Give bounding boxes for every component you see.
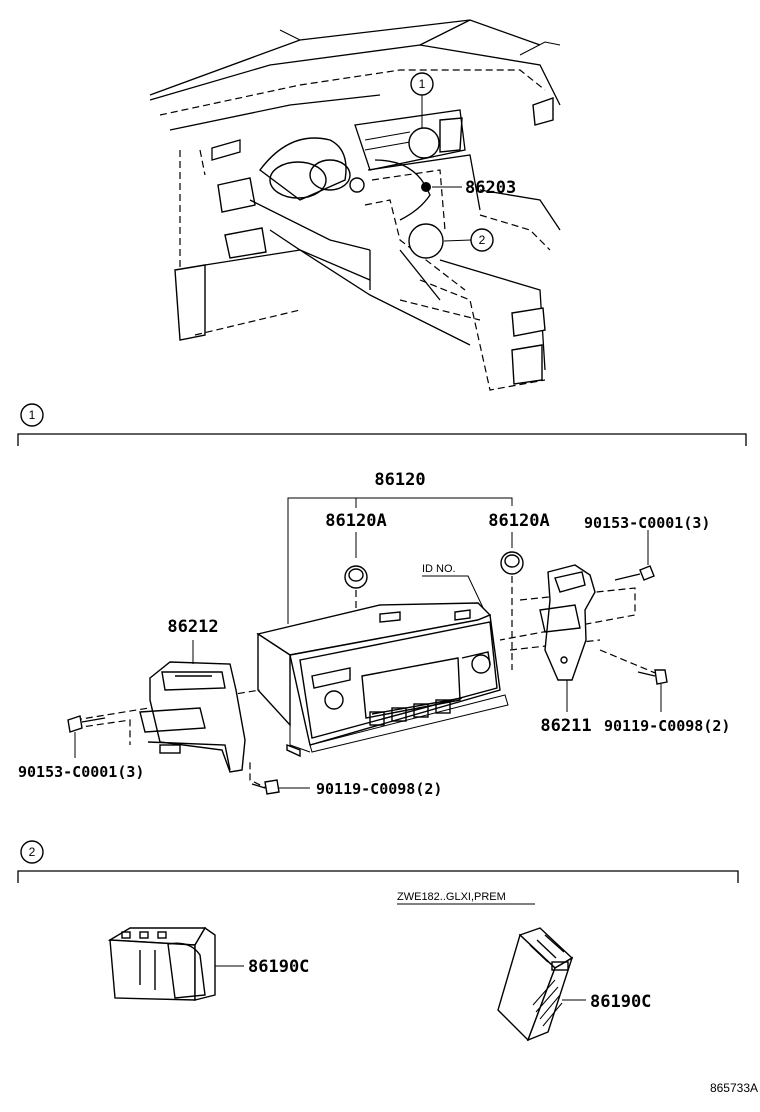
- knob-86120A-left: [344, 565, 368, 589]
- callout-1-top: 1: [419, 77, 426, 91]
- bracket-86212: [139, 661, 246, 773]
- part-label-86212: 86212: [167, 617, 218, 637]
- part-label-86120A-right: 86120A: [488, 511, 549, 531]
- part-label-90153-left: 90153-C0001(3): [18, 763, 144, 781]
- module-86190C-left: [107, 926, 216, 1001]
- variant-note: ZWE182..GLXI,PREM: [397, 891, 506, 903]
- screw-90153-right: [614, 565, 655, 581]
- screw-90153-left: [67, 715, 106, 733]
- bracket-86211: [539, 564, 596, 681]
- part-label-90119-right: 90119-C0098(2): [604, 717, 730, 735]
- section-1: 1 86120 86120A 86120A ID NO.: [17, 403, 747, 798]
- part-label-86190C-left: 86190C: [248, 957, 309, 977]
- section-1-marker: 1: [29, 408, 36, 422]
- section-2-marker: 2: [29, 845, 36, 859]
- module-86190C-right: [497, 927, 574, 1042]
- part-label-86120: 86120: [374, 470, 425, 490]
- callout-2-top: 2: [479, 233, 486, 247]
- part-label-90119-bottom: 90119-C0098(2): [316, 780, 442, 798]
- dashboard-overview: 1 2 86203: [149, 19, 561, 391]
- id-no-label: ID NO.: [422, 563, 456, 575]
- screw-90119-bottom: [251, 779, 280, 795]
- screw-90119-right: [637, 669, 668, 685]
- part-label-86190C-right: 86190C: [590, 992, 651, 1012]
- section-2: 2 ZWE182..GLXI,PREM 86190C 86190C: [17, 840, 739, 1042]
- audio-unit-86120: [256, 602, 509, 758]
- part-label-86120A-left: 86120A: [325, 511, 386, 531]
- part-label-86211: 86211: [540, 716, 591, 736]
- figure-id: 865733A: [710, 1081, 758, 1095]
- part-label-86203: 86203: [465, 178, 516, 198]
- knob-86120A-right: [500, 551, 524, 575]
- part-label-90153-right: 90153-C0001(3): [584, 514, 710, 532]
